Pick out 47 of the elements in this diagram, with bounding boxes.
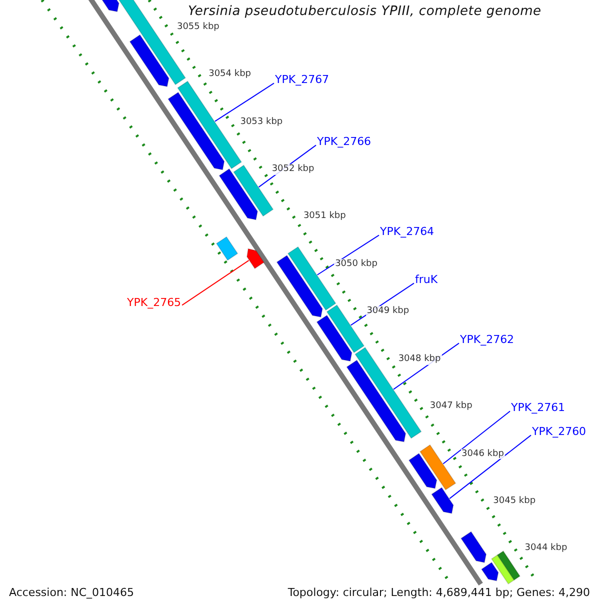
scale-label: 3050 kbp xyxy=(334,258,378,270)
scale-label: 3053 kbp xyxy=(239,116,284,128)
gene-label: YPK_2760 xyxy=(532,425,586,438)
gene-label: YPK_2764 xyxy=(380,225,434,238)
gene-feature xyxy=(276,254,323,318)
scale-label: 3049 kbp xyxy=(366,306,410,318)
leader-line xyxy=(316,234,380,276)
leader-line xyxy=(449,434,532,500)
gene-feature xyxy=(168,92,225,170)
gene-label: YPK_2761 xyxy=(511,401,566,414)
leader-line xyxy=(442,410,510,464)
gene-feature xyxy=(431,486,454,514)
gene-label: YPK_2765 xyxy=(127,296,182,310)
gene-label: fruK xyxy=(415,273,438,286)
scale-label: 3044 kbp xyxy=(524,543,568,554)
gene-feature xyxy=(218,168,258,220)
scale-label: 3054 kbp xyxy=(208,69,252,80)
gene-feature xyxy=(233,164,274,217)
scale-label: 3052 kbp xyxy=(270,164,316,175)
gene-feature xyxy=(419,444,456,490)
scale-label: 3045 kbp xyxy=(492,496,537,507)
gene-feature xyxy=(354,346,422,439)
gene-feature xyxy=(216,236,238,261)
scale-label: 3046 kbp xyxy=(460,448,505,460)
gene-feature xyxy=(408,452,438,489)
gene-label: YPK_2766 xyxy=(317,135,372,148)
leader-line xyxy=(214,82,274,122)
scale-label: 3048 kbp xyxy=(397,354,442,365)
scale-label: 3047 kbp xyxy=(428,401,474,412)
scale-label: 3051 kbp xyxy=(302,211,347,222)
gene-label: YPK_2762 xyxy=(460,333,514,346)
gene-feature xyxy=(316,314,352,362)
gene-feature xyxy=(496,550,521,581)
genome-info-text: Topology: circular; Length: 4,689,441 bp; Genes: 4,290 xyxy=(288,586,590,600)
gene-feature xyxy=(246,248,265,270)
gene-feature xyxy=(480,562,499,582)
gene-feature xyxy=(346,360,406,442)
gene-feature xyxy=(460,531,487,564)
scale-label: 3055 kbp xyxy=(176,22,220,33)
gene-feature xyxy=(129,34,170,88)
title: Yersinia pseudotuberculosis YPIII, complete genome xyxy=(188,4,542,20)
gene-feature xyxy=(287,246,336,311)
leader-line xyxy=(182,260,250,306)
gene-feature xyxy=(177,80,242,170)
gene-label: YPK_2767 xyxy=(275,73,330,86)
accession-text: Accession: NC_010465 xyxy=(9,586,134,600)
gene-feature xyxy=(326,304,365,354)
